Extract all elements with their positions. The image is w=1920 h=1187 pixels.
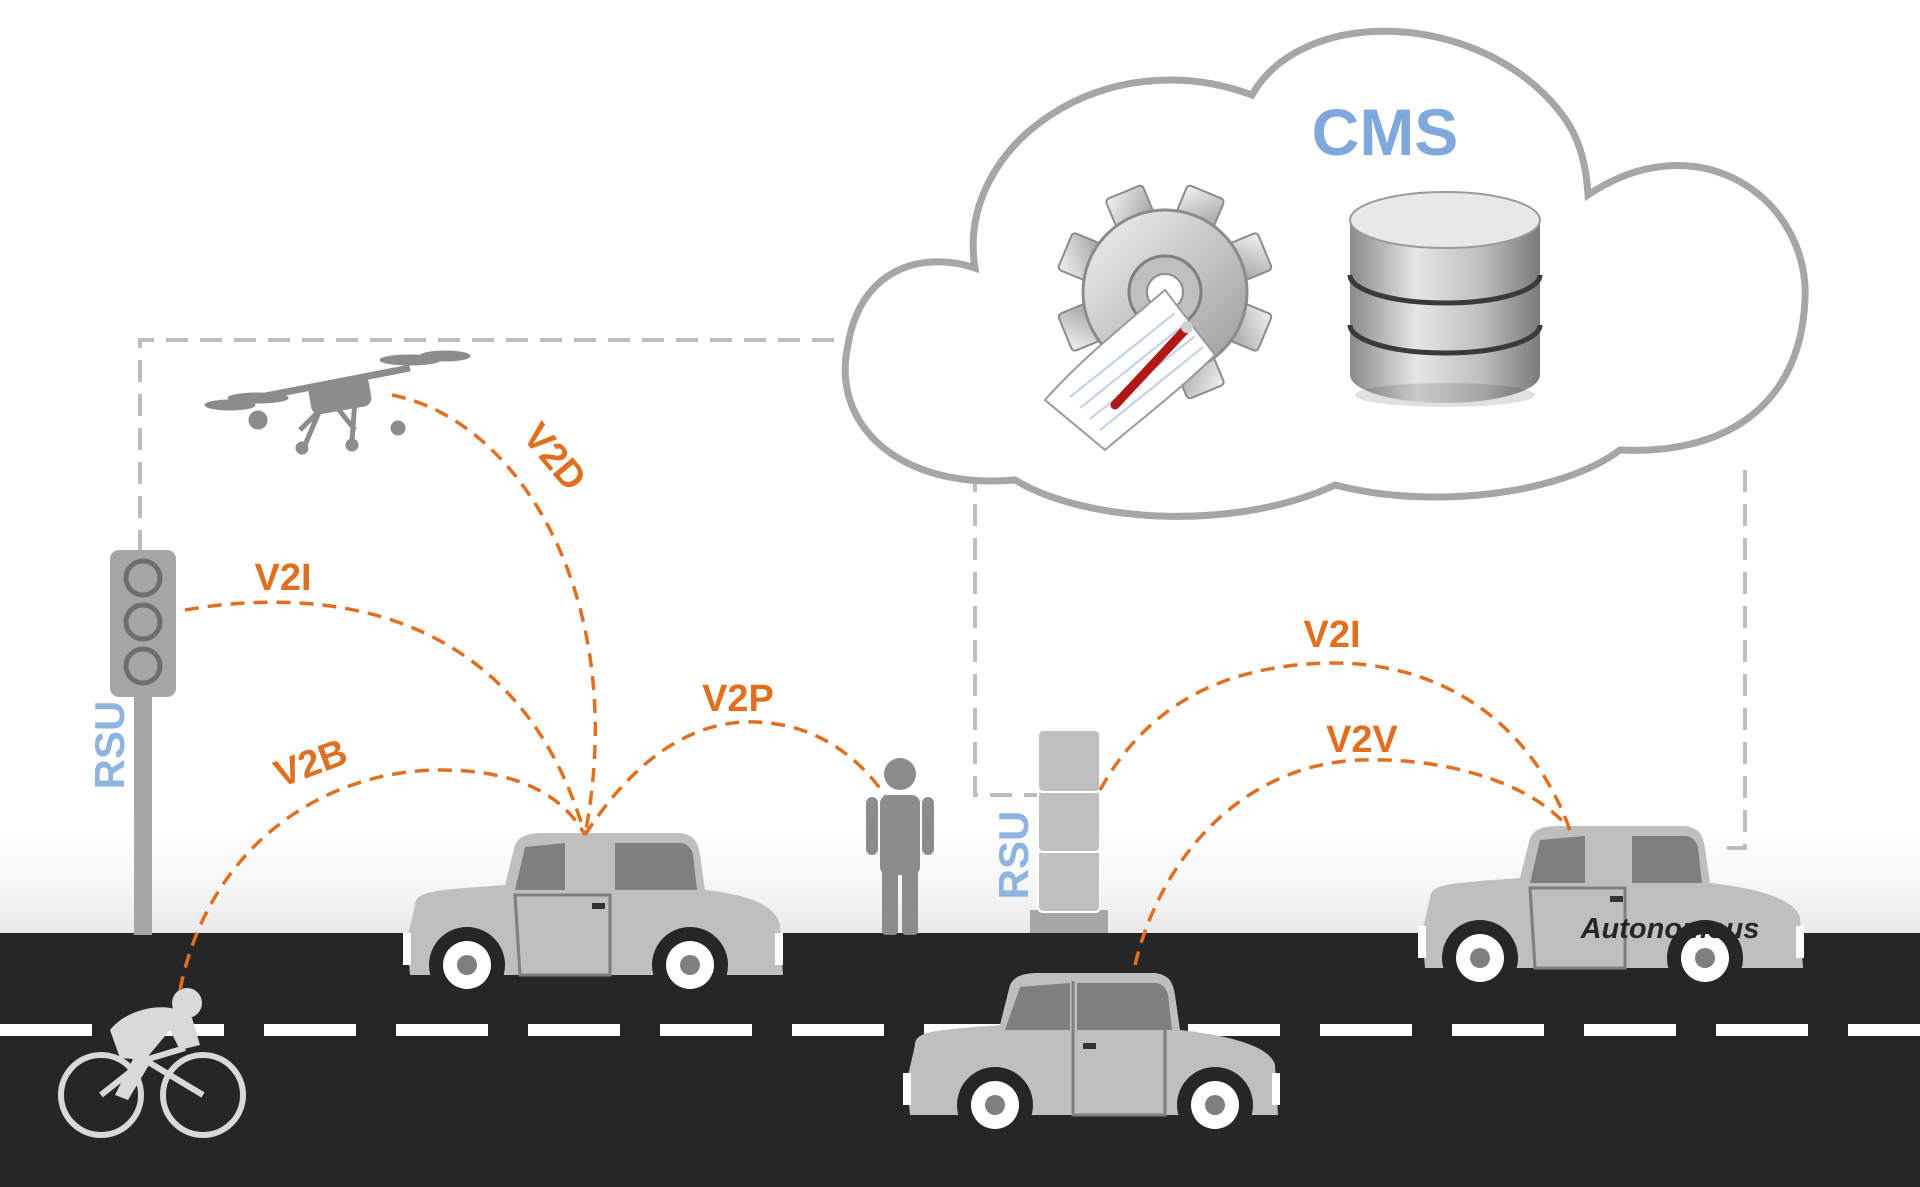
- cyclist-icon: [110, 988, 202, 1100]
- lane-dash: [1188, 1024, 1280, 1036]
- lane-dash: [264, 1024, 356, 1036]
- car-middle: [903, 973, 1280, 1143]
- v2i-left-link: [184, 600, 587, 836]
- roadside-unit: RSU: [990, 729, 1108, 933]
- autonomous-car-backhaul: [1715, 470, 1747, 850]
- v2v-link: [1133, 758, 1572, 966]
- lane-dash: [1848, 1024, 1920, 1036]
- traffic-light-rsu: RSU: [86, 550, 176, 935]
- rsu-backhaul: [973, 470, 1040, 797]
- cms-cloud: CMS: [841, 27, 1809, 520]
- autonomous-label: Autonomous: [1580, 913, 1760, 945]
- pen-icon: [1110, 325, 1190, 410]
- pedestrian-icon: [866, 758, 934, 935]
- lane-dash: [0, 1024, 92, 1036]
- bicycle-icon: [58, 988, 246, 1138]
- car-left: [403, 833, 783, 1003]
- v2i-left-label: V2I: [254, 557, 311, 599]
- v2b-link: [178, 768, 587, 991]
- v2b-label: V2B: [269, 731, 353, 796]
- log-document-icon: [1043, 288, 1217, 452]
- v2i-right-link: [1098, 661, 1572, 831]
- v2d-link: [391, 393, 598, 836]
- car-autonomous: Autonomous: [1418, 826, 1804, 996]
- lane-dash: [792, 1024, 884, 1036]
- lane-dash: [1320, 1024, 1412, 1036]
- lane-markings: [0, 1024, 1920, 1036]
- v2p-label: V2P: [702, 678, 774, 720]
- database-icon: [1347, 191, 1543, 407]
- lane-dash: [660, 1024, 752, 1036]
- drone-icon: [204, 350, 471, 455]
- v2i-right-label: V2I: [1303, 614, 1360, 656]
- cms-label: CMS: [1312, 95, 1459, 169]
- roadside-unit-label: RSU: [990, 811, 1037, 900]
- backhaul-links: [138, 338, 1747, 850]
- v2v-label: V2V: [1326, 719, 1398, 761]
- lane-dash: [528, 1024, 620, 1036]
- lane-dash: [396, 1024, 488, 1036]
- traffic-light-rsu-label: RSU: [86, 701, 133, 790]
- v2d-label: V2D: [514, 415, 594, 499]
- traffic-light-backhaul: [138, 338, 848, 552]
- lane-dash: [1452, 1024, 1544, 1036]
- lane-dash: [1716, 1024, 1808, 1036]
- v2x-links: [178, 393, 1572, 991]
- v2p-link: [583, 720, 887, 836]
- lane-dash: [1584, 1024, 1676, 1036]
